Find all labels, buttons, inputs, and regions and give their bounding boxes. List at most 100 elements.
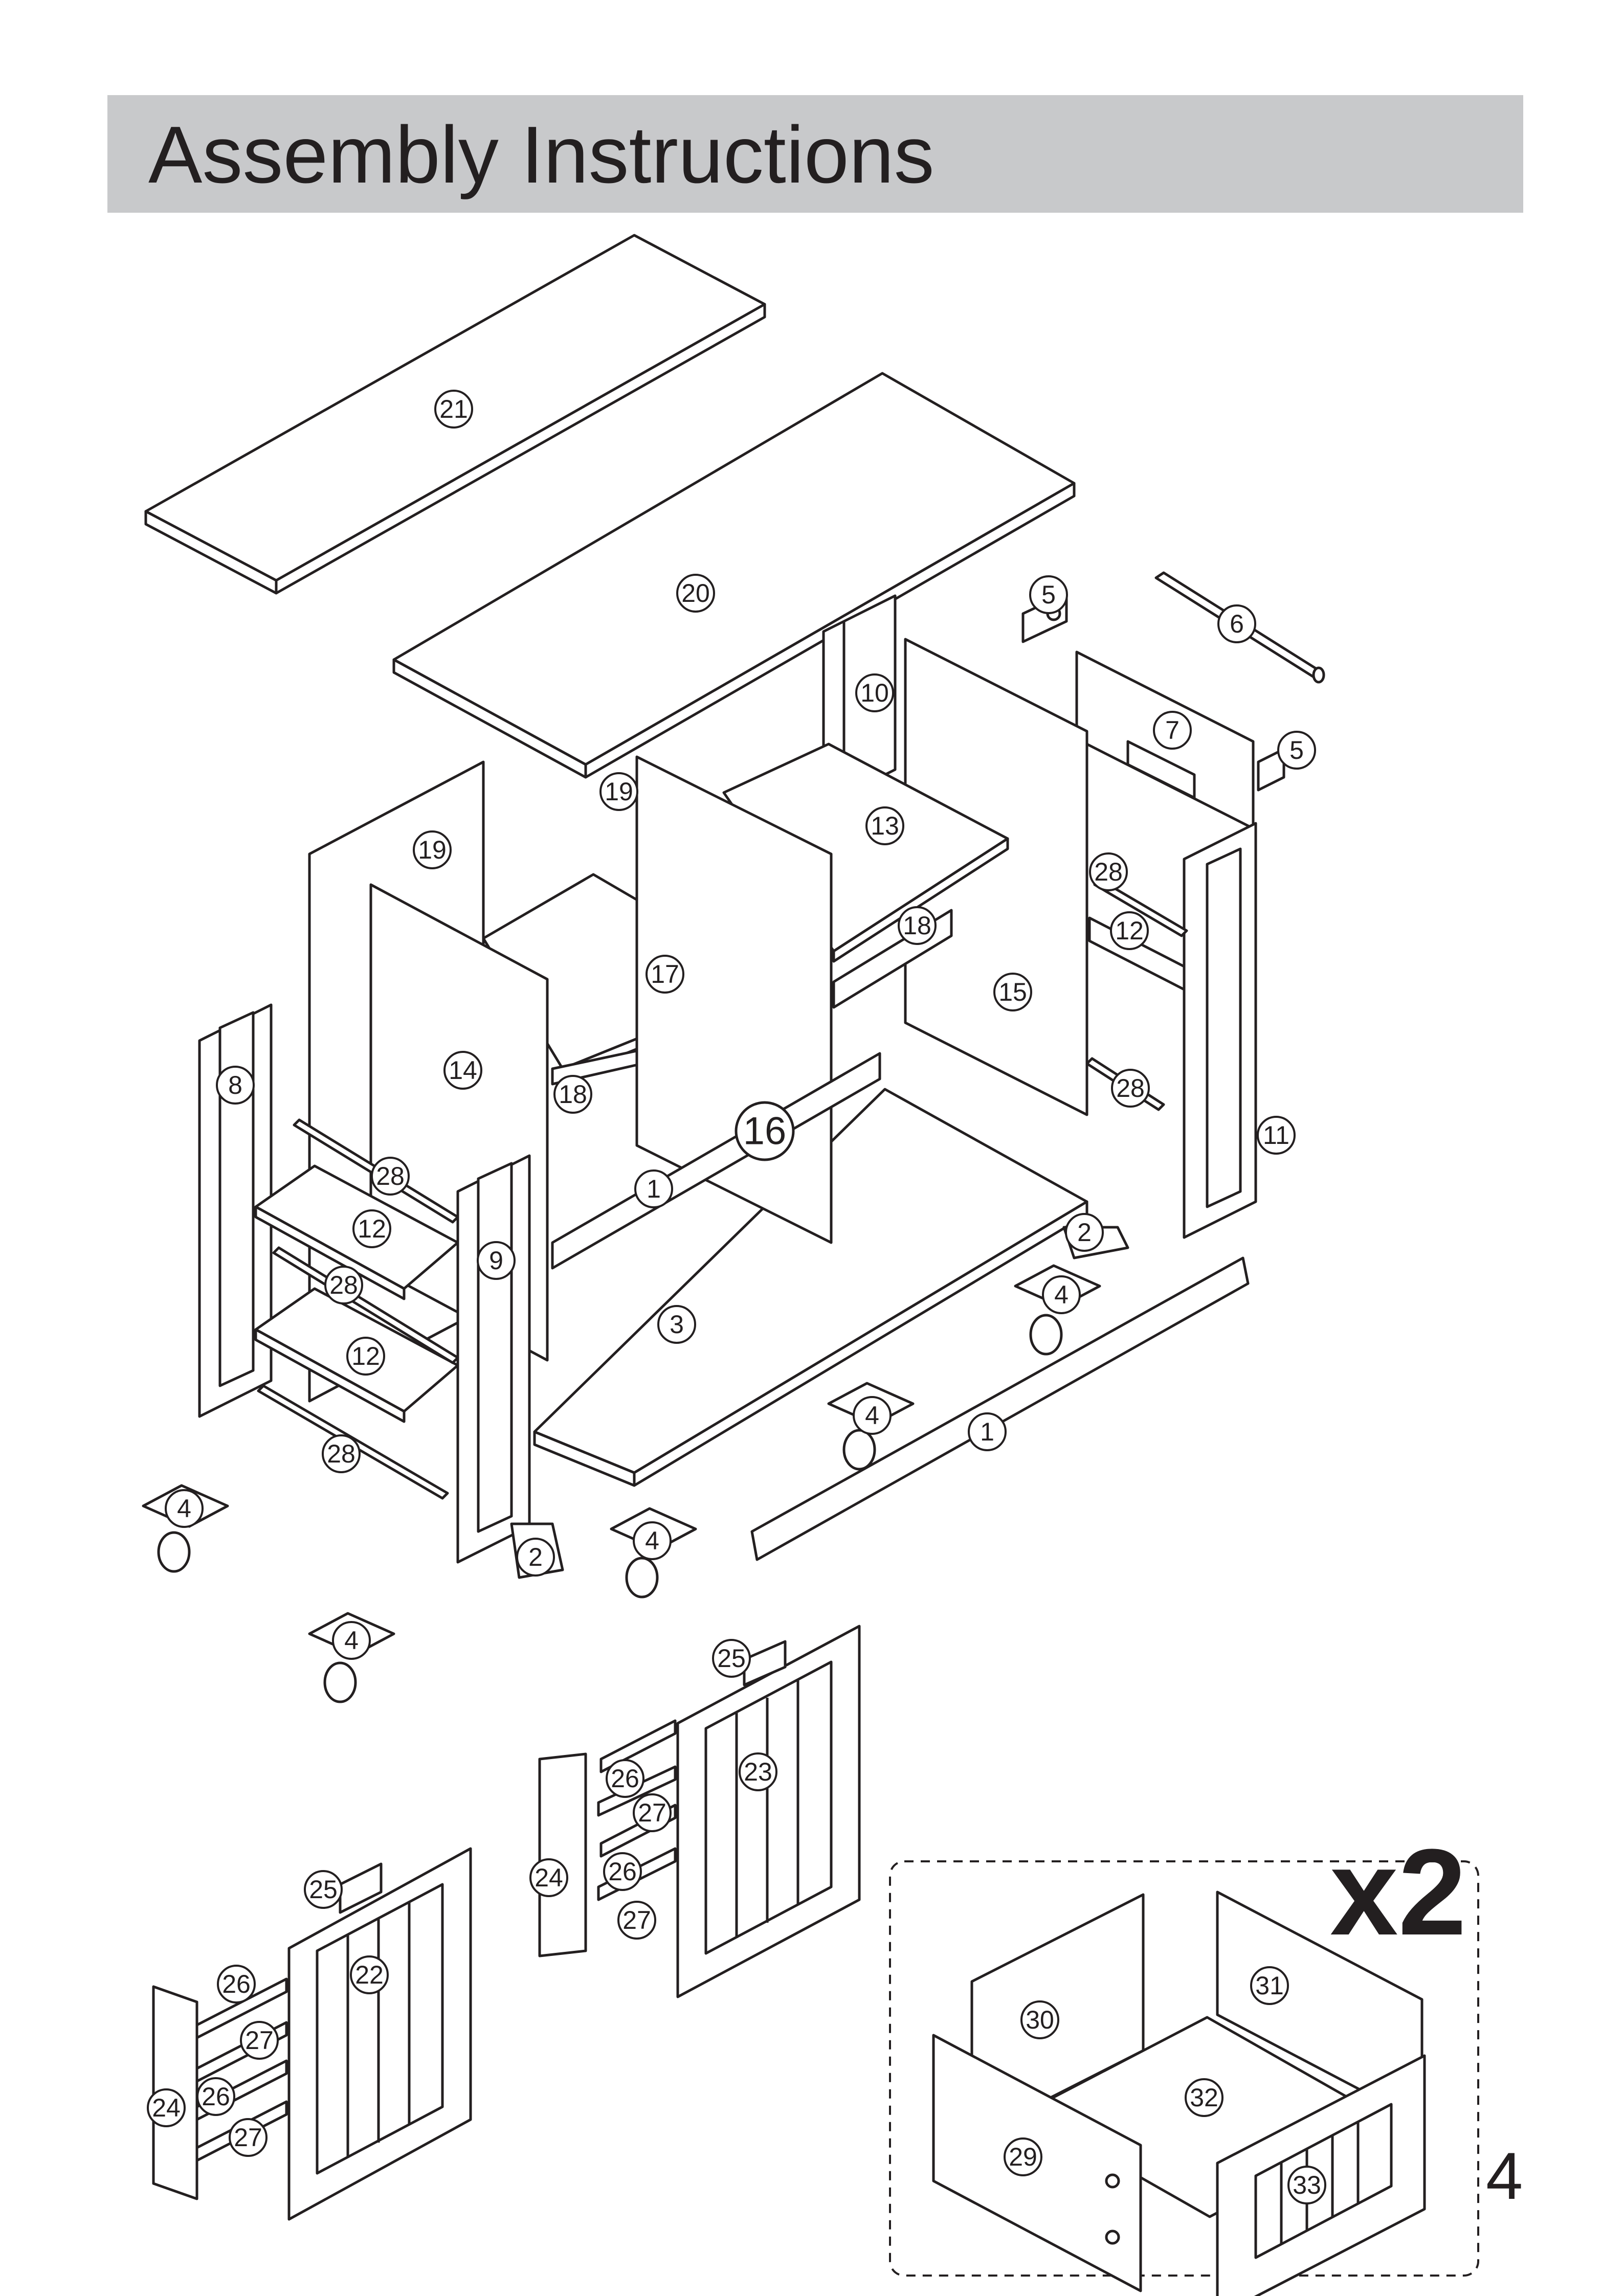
callout-label: 27	[245, 2026, 274, 2055]
callout-label: 31	[1255, 1971, 1284, 2000]
callout-part-3: 3	[657, 1305, 696, 1344]
callout-part-28: 28	[1111, 1069, 1150, 1108]
callout-label: 15	[998, 978, 1027, 1006]
callout-part-24: 24	[147, 2088, 186, 2127]
callout-part-22: 22	[350, 1955, 389, 1994]
drawer-detail-box	[889, 1860, 1479, 2277]
callout-label: 25	[309, 1875, 338, 1904]
callout-part-16: 16	[735, 1101, 795, 1161]
callout-part-31: 31	[1250, 1966, 1289, 2005]
callout-label: 16	[743, 1110, 787, 1153]
callout-label: 1	[647, 1175, 661, 1203]
callout-part-29: 29	[1004, 2137, 1042, 2176]
callout-part-18: 18	[553, 1075, 592, 1114]
callout-part-13: 13	[865, 806, 904, 845]
callout-part-23: 23	[739, 1752, 777, 1791]
callout-part-2: 2	[516, 1538, 555, 1577]
callout-label: 12	[1115, 916, 1144, 945]
part-22-door	[287, 1847, 472, 2221]
callout-label: 14	[449, 1056, 477, 1085]
callout-label: 29	[1009, 2143, 1037, 2171]
callout-label: 25	[717, 1644, 746, 1673]
callout-part-1: 1	[634, 1169, 673, 1208]
callout-label: 6	[1230, 610, 1244, 638]
callout-label: 4	[865, 1401, 879, 1430]
callout-part-19: 19	[413, 830, 452, 869]
callout-part-12: 12	[1110, 911, 1149, 950]
callout-label: 24	[535, 1863, 563, 1892]
callout-label: 27	[234, 2123, 262, 2152]
callout-label: 13	[871, 812, 899, 840]
callout-label: 17	[651, 960, 679, 988]
callout-label: 19	[605, 777, 633, 806]
callout-label: 11	[1263, 1121, 1289, 1150]
part-24-door-frame	[538, 1752, 587, 1957]
callout-label: 26	[222, 1970, 251, 1998]
part-25-hinge-strip	[339, 1862, 383, 1914]
callout-label: 21	[439, 395, 468, 423]
callout-part-32: 32	[1185, 2078, 1223, 2117]
callout-label: 2	[528, 1543, 543, 1571]
callout-label: 30	[1026, 2006, 1054, 2034]
callout-label: 5	[1041, 580, 1056, 609]
callout-label: 33	[1293, 2171, 1321, 2199]
callout-part-4: 4	[1042, 1275, 1081, 1314]
callout-label: 9	[489, 1246, 503, 1275]
part-1-stretcher	[750, 1256, 1250, 1561]
callout-part-5: 5	[1277, 731, 1316, 770]
callout-part-17: 17	[646, 955, 684, 994]
callout-part-12: 12	[352, 1209, 391, 1248]
callout-part-27: 27	[240, 2021, 279, 2060]
callout-label: 8	[228, 1071, 242, 1099]
callout-part-5: 5	[1029, 575, 1068, 614]
callout-part-26: 26	[603, 1852, 642, 1891]
callout-label: 26	[611, 1764, 639, 1793]
callout-label: 20	[681, 579, 710, 607]
callout-label: 23	[744, 1758, 772, 1786]
part-9-front-leg	[456, 1154, 531, 1564]
callout-label: 12	[351, 1342, 380, 1370]
callout-part-1: 1	[968, 1412, 1007, 1451]
callout-label: 3	[670, 1310, 684, 1339]
callout-part-12: 12	[346, 1337, 385, 1376]
callout-part-30: 30	[1020, 2000, 1059, 2039]
callout-label: 28	[327, 1439, 355, 1468]
callout-part-26: 26	[606, 1759, 644, 1798]
part-8-back-leg	[198, 1003, 273, 1418]
callout-label: 22	[355, 1961, 384, 1989]
callout-part-11: 11	[1257, 1116, 1296, 1155]
callout-part-15: 15	[993, 973, 1032, 1011]
page-number: 4	[1486, 2139, 1523, 2213]
callout-label: 28	[376, 1162, 405, 1190]
callout-label: 26	[202, 2082, 230, 2111]
callout-label: 28	[1094, 858, 1123, 886]
callout-label: 19	[418, 836, 447, 864]
callout-label: 4	[177, 1494, 191, 1523]
callout-part-14: 14	[443, 1051, 482, 1090]
callout-label: 18	[559, 1080, 587, 1109]
callout-part-27: 27	[229, 2118, 268, 2157]
callout-label: 12	[358, 1214, 386, 1243]
callout-label: 2	[1077, 1218, 1092, 1247]
callout-label: 4	[344, 1626, 359, 1655]
callout-label: 28	[329, 1271, 358, 1299]
callout-part-25: 25	[304, 1870, 343, 1909]
callout-label: 27	[638, 1798, 666, 1827]
callout-part-8: 8	[216, 1066, 255, 1105]
callout-part-4: 4	[633, 1521, 672, 1560]
callout-part-26: 26	[196, 2077, 235, 2116]
callout-part-4: 4	[853, 1396, 892, 1435]
callout-part-7: 7	[1153, 711, 1192, 750]
callout-part-6: 6	[1217, 604, 1256, 643]
callout-label: 32	[1190, 2083, 1218, 2112]
callout-part-2: 2	[1065, 1213, 1104, 1252]
part-25-hinge-strip	[743, 1640, 787, 1686]
callout-part-21: 21	[434, 390, 473, 429]
callout-part-10: 10	[855, 673, 894, 712]
callout-label: 18	[903, 911, 931, 940]
page-title: Assembly Instructions	[148, 110, 935, 200]
callout-part-20: 20	[676, 574, 715, 613]
callout-label: 27	[622, 1906, 651, 1934]
